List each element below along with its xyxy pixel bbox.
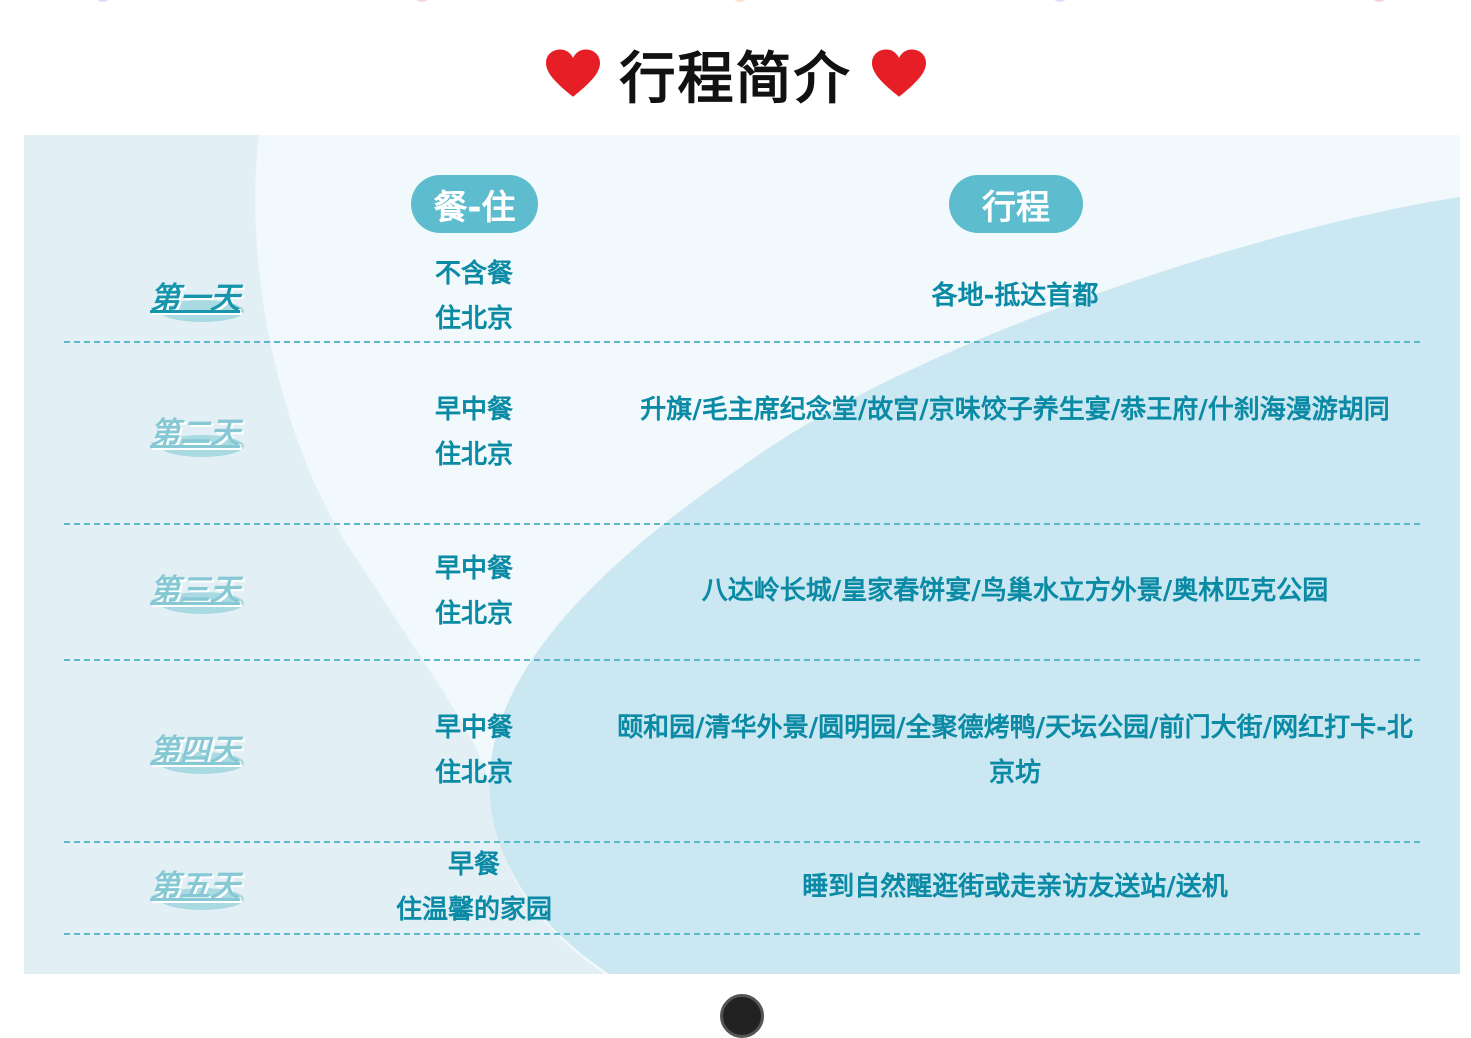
- trip-cell: 升旗/毛主席纪念堂/故宫/京味饺子养生宴/恭王府/什刹海漫游胡同: [640, 395, 1390, 425]
- meal-cell: 不含餐 住北京: [354, 252, 594, 342]
- page-title: 行程简介: [619, 46, 852, 112]
- meal-text: 早餐: [447, 850, 500, 880]
- day-label: 第一天: [150, 273, 254, 325]
- panel-background: [255, 135, 1460, 974]
- meal-cell: 早餐 住温馨的家园: [354, 843, 594, 933]
- day-label: 第四天: [150, 725, 254, 777]
- trip-cell: 各地-抵达首都: [931, 281, 1099, 311]
- heart-icon: [545, 49, 600, 97]
- row-divider: [64, 841, 1420, 843]
- itinerary-panel: 餐-住 行程 第一天 不含餐 住北京 各地-抵达首都 第二天 早中餐 住北京 升…: [24, 135, 1460, 974]
- row-divider: [64, 523, 1420, 525]
- meal-cell: 早中餐 住北京: [354, 706, 594, 796]
- trip-cell: 八达岭长城/皇家春饼宴/鸟巢水立方外景/奥林匹克公园: [701, 576, 1329, 606]
- row-divider: [64, 659, 1420, 661]
- soccer-ball-icon: [720, 994, 764, 1038]
- day-label: 第三天: [150, 565, 254, 617]
- day-label: 第五天: [150, 861, 254, 913]
- stay-text: 住北京: [434, 599, 513, 629]
- trip-header-pill: 行程: [949, 175, 1083, 233]
- row-divider: [64, 933, 1420, 935]
- meal-cell: 早中餐 住北京: [354, 388, 594, 478]
- stay-text: 住温馨的家园: [395, 895, 552, 925]
- stay-text: 住北京: [434, 758, 513, 788]
- row-divider: [64, 341, 1420, 343]
- title-row: 行程简介: [0, 34, 1471, 114]
- meal-header-pill: 餐-住: [411, 175, 538, 233]
- trip-cell: 睡到自然醒逛街或走亲访友送站/送机: [802, 872, 1228, 902]
- trip-cell: 颐和园/清华外景/圆明园/全聚德烤鸭/天坛公园/前门大街/网红打卡-北京坊: [617, 713, 1413, 788]
- meal-cell: 早中餐 住北京: [354, 547, 594, 637]
- meal-text: 早中餐: [434, 554, 513, 584]
- stay-text: 住北京: [434, 440, 513, 470]
- meal-text: 早中餐: [434, 713, 513, 743]
- meal-text: 不含餐: [434, 259, 513, 289]
- heart-icon: [871, 49, 926, 97]
- day-label: 第二天: [150, 408, 254, 460]
- stay-text: 住北京: [434, 304, 513, 334]
- meal-text: 早中餐: [434, 395, 513, 425]
